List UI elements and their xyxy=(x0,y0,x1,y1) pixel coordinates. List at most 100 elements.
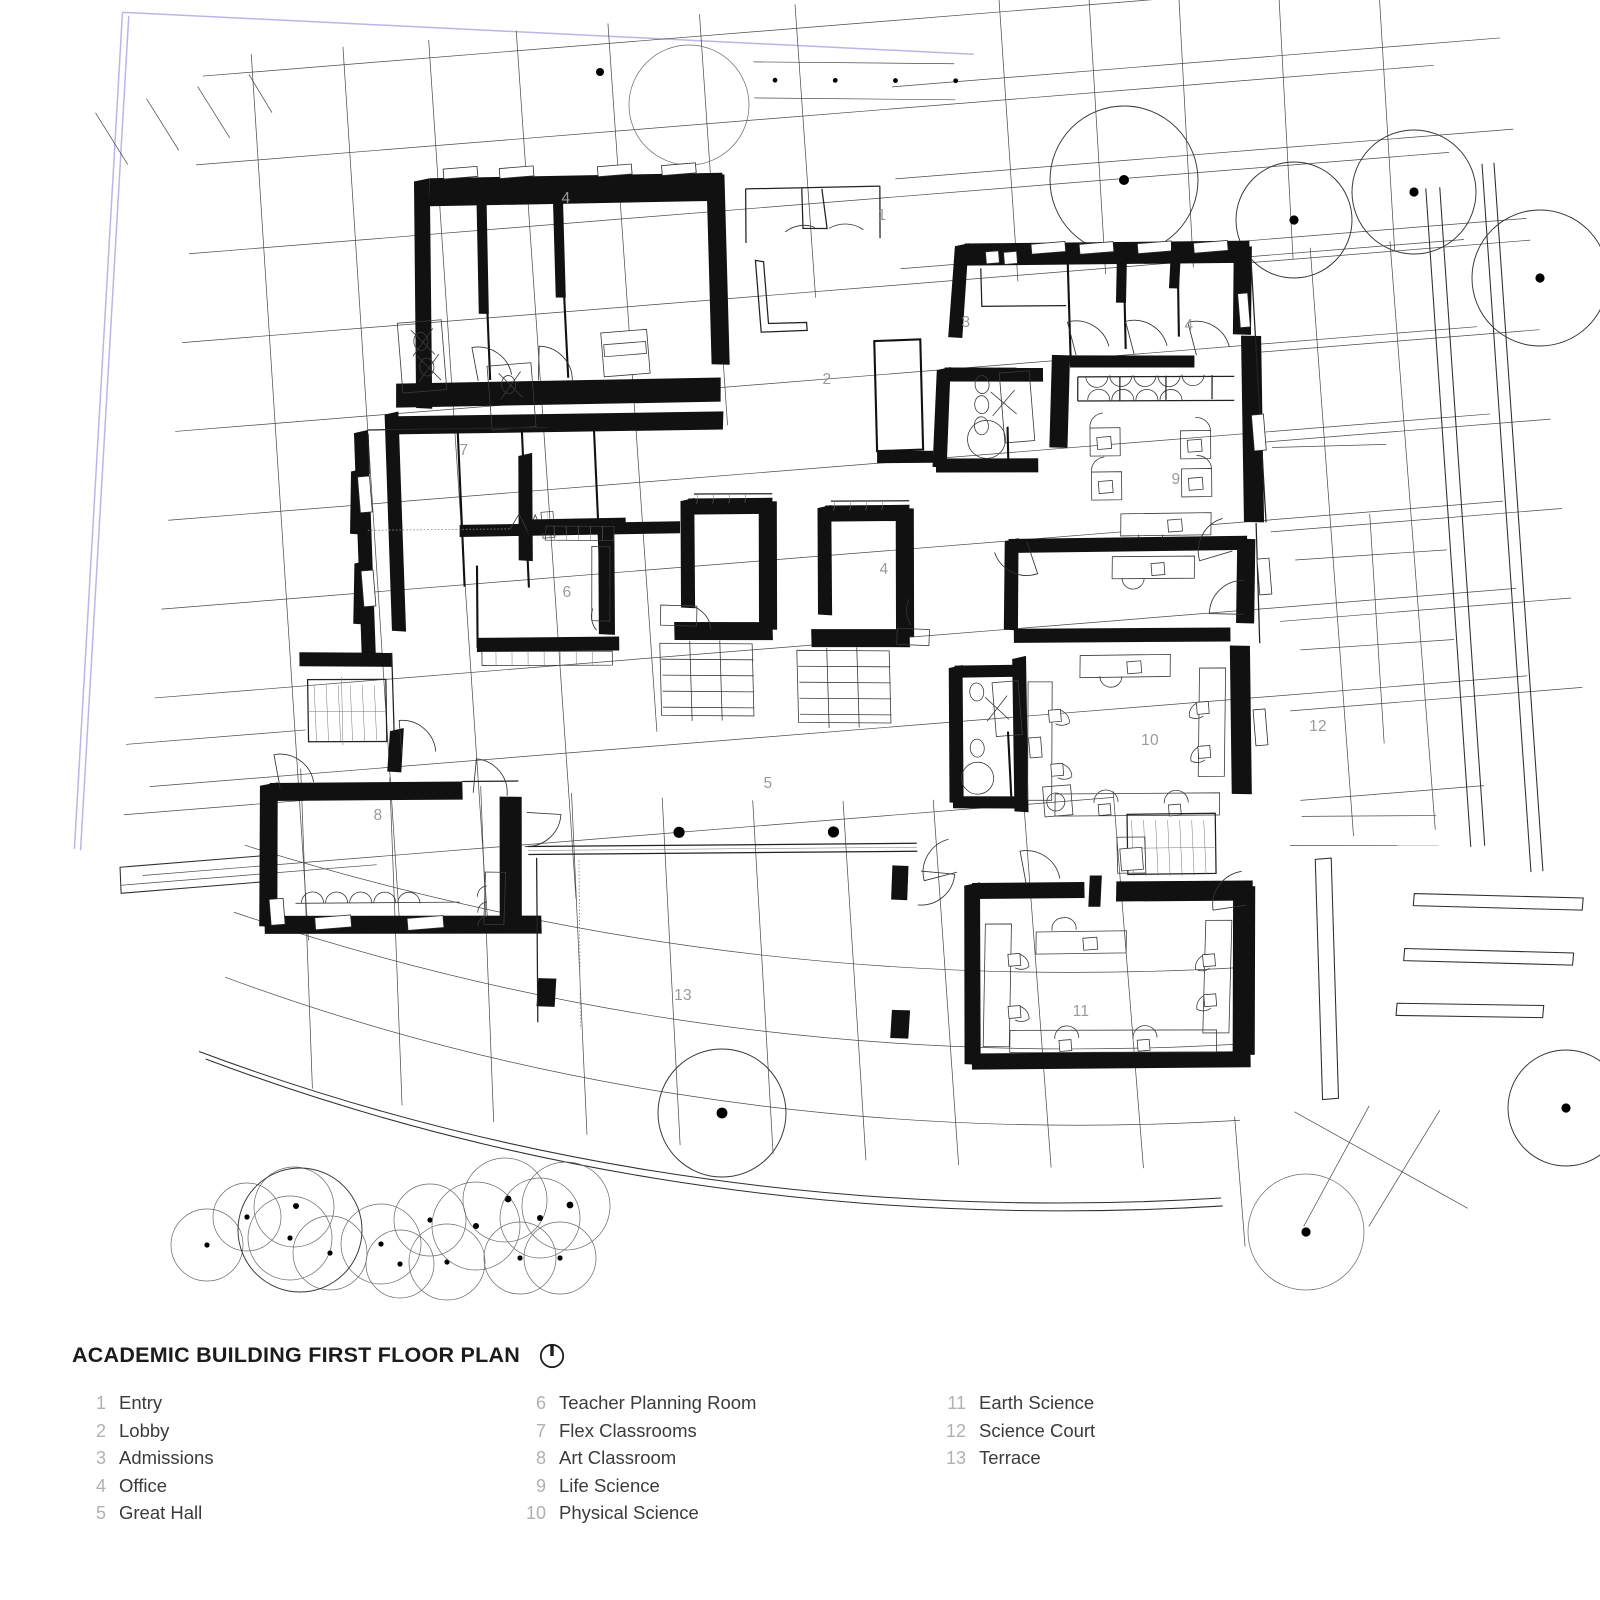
legend-number: 1 xyxy=(95,1393,106,1413)
legend-label: Life Science xyxy=(559,1474,660,1496)
room-number-tags: 1 2 3 4 4 4 5 6 7 8 9 10 11 12 13 xyxy=(374,190,1327,1020)
tree xyxy=(596,44,750,166)
tiered-seating xyxy=(796,647,892,728)
trees xyxy=(170,44,1600,1301)
legend-number: 2 xyxy=(95,1420,106,1441)
floor-plan-drawing: 1 2 3 4 4 4 5 6 7 8 9 10 11 12 13 xyxy=(73,0,1600,1301)
legend-item: 8 Art Classroom xyxy=(512,1447,932,1475)
art-classroom xyxy=(259,748,562,934)
site-context xyxy=(73,0,1584,1247)
legend-item: 6 Teacher Planning Room xyxy=(512,1392,932,1420)
wing-northwest xyxy=(384,162,730,632)
legend-number: 8 xyxy=(535,1448,546,1468)
legend-item: 2 Lobby xyxy=(72,1420,512,1448)
legend-item: 4 Office xyxy=(72,1475,512,1503)
life-science-lab xyxy=(1077,374,1235,547)
legend-label: Art Classroom xyxy=(559,1447,677,1468)
legend-title-row: ACADEMIC BUILDING FIRST FLOOR PLAN xyxy=(72,1340,1532,1370)
legend-number: 5 xyxy=(95,1503,106,1523)
tiered-seating xyxy=(659,640,755,721)
teacher-planning xyxy=(475,517,626,666)
great-hall-south-glazing xyxy=(527,826,958,1039)
tree xyxy=(1471,209,1600,347)
legend-number: 6 xyxy=(535,1393,546,1413)
room-tag: 3 xyxy=(962,314,971,331)
room-tag: 10 xyxy=(1141,732,1159,749)
legend-item: 12 Science Court xyxy=(932,1420,1352,1448)
tree xyxy=(1351,129,1477,255)
paving-grid-east xyxy=(1241,162,1583,873)
legend-label: Office xyxy=(119,1474,167,1496)
room-tag: 13 xyxy=(674,987,692,1004)
room-tag: 12 xyxy=(1309,718,1327,735)
north-arrow-icon xyxy=(537,1340,567,1370)
great-hall-pods xyxy=(659,492,930,728)
paving-grid-northwest xyxy=(142,0,1528,941)
wing-northeast xyxy=(932,240,1265,547)
legend-label: Earth Science xyxy=(979,1392,1095,1413)
legend-label: Science Court xyxy=(979,1419,1096,1441)
legend-number: 11 xyxy=(947,1393,966,1413)
legend-item: 3 Admissions xyxy=(72,1447,512,1475)
room-tag: 4 xyxy=(880,561,889,578)
site-planters xyxy=(1234,857,1584,1247)
legend-number: 10 xyxy=(525,1503,546,1523)
entry-canopy xyxy=(753,61,959,101)
paving-grid-west xyxy=(119,729,377,894)
legend-label: Physical Science xyxy=(559,1502,699,1523)
page-title: ACADEMIC BUILDING FIRST FLOOR PLAN xyxy=(72,1342,521,1367)
wing-southeast xyxy=(964,836,1256,1070)
legend-item: 10 Physical Science xyxy=(512,1502,932,1530)
room-tag: 6 xyxy=(563,584,572,601)
lobby-entry xyxy=(745,185,934,464)
room-tag: 4 xyxy=(562,190,571,207)
room-tag: 1 xyxy=(878,207,887,224)
legend-label: Flex Classrooms xyxy=(559,1419,697,1441)
legend-number: 13 xyxy=(945,1448,966,1468)
legend-number: 12 xyxy=(945,1420,966,1441)
room-tag: 4 xyxy=(1185,317,1194,334)
legend-label: Lobby xyxy=(119,1419,170,1441)
room-tag: 2 xyxy=(823,371,832,388)
legend-label: Great Hall xyxy=(119,1502,203,1523)
plan-svg: 1 2 3 4 4 4 5 6 7 8 9 10 11 12 13 xyxy=(73,0,1600,1301)
building xyxy=(259,162,1439,1070)
room-tag: 9 xyxy=(1172,471,1181,488)
legend-columns: 1 Entry 2 Lobby 3 Admissions 4 Office 5 xyxy=(72,1392,1532,1530)
stair-west xyxy=(306,676,388,745)
legend-item: 13 Terrace xyxy=(932,1447,1352,1475)
tree xyxy=(1235,161,1353,279)
legend-number: 7 xyxy=(535,1420,546,1441)
tree xyxy=(1247,1173,1365,1291)
room-tag: 5 xyxy=(764,775,773,792)
legend-column-2: 6 Teacher Planning Room 7 Flex Classroom… xyxy=(512,1392,932,1530)
legend-number: 4 xyxy=(95,1475,106,1496)
tree xyxy=(1049,105,1199,255)
legend-label: Admissions xyxy=(119,1447,214,1468)
legend-label: Entry xyxy=(119,1392,163,1413)
legend-label: Terrace xyxy=(979,1447,1041,1468)
legend-column-3: 11 Earth Science 12 Science Court 13 Ter… xyxy=(932,1392,1352,1530)
room-tag: 8 xyxy=(374,807,383,824)
wing-east-middle xyxy=(948,518,1256,877)
room-tag: 7 xyxy=(460,442,469,459)
legend-item: 1 Entry xyxy=(72,1392,512,1420)
legend-item: 5 Great Hall xyxy=(72,1502,512,1530)
room-tag: 11 xyxy=(1073,1003,1090,1020)
tree-cluster xyxy=(170,1157,611,1301)
legend-item: 7 Flex Classrooms xyxy=(512,1420,932,1448)
legend-item: 11 Earth Science xyxy=(932,1392,1352,1420)
east-edge xyxy=(1250,262,1439,846)
legend-column-1: 1 Entry 2 Lobby 3 Admissions 4 Office 5 xyxy=(72,1392,512,1530)
legend-number: 9 xyxy=(535,1475,546,1496)
legend-item: 9 Life Science xyxy=(512,1475,932,1503)
restroom-ne xyxy=(932,367,1044,473)
hatch-marks xyxy=(95,74,273,165)
legend-number: 3 xyxy=(95,1448,106,1468)
legend-label: Teacher Planning Room xyxy=(559,1392,757,1413)
tree xyxy=(1507,1049,1600,1167)
wing-west xyxy=(299,426,626,773)
legend: ACADEMIC BUILDING FIRST FLOOR PLAN 1 Ent… xyxy=(72,1340,1532,1530)
restroom-fixtures xyxy=(396,319,537,431)
